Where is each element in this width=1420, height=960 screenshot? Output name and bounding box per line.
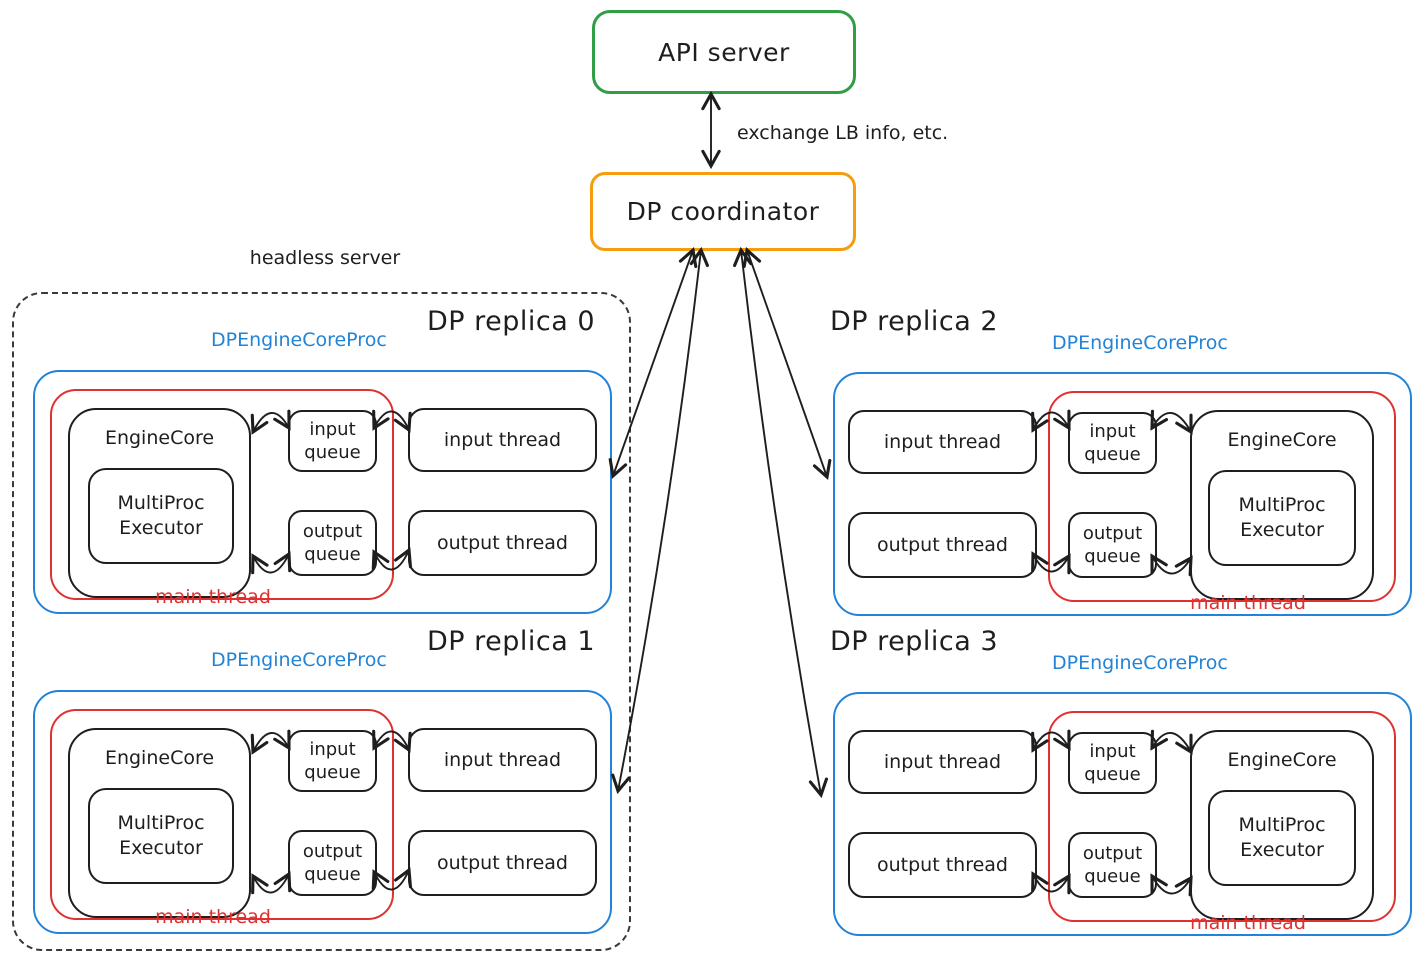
exchange-lb-info-label: exchange LB info, etc. (737, 122, 949, 144)
replica-0-output-queue-box: output queue (288, 510, 377, 576)
input-queue-label-line2: queue (304, 442, 361, 463)
input-queue-label-line1: input (309, 739, 356, 760)
replica-1-proc-label: DPEngineCoreProc (211, 649, 387, 671)
multiproc-label-line2: Executor (1240, 839, 1324, 861)
replica-0-engine-core-box: EngineCore (68, 408, 251, 598)
dp-replica-2: DP replica 2 DPEngineCoreProc EngineCore… (830, 306, 1412, 616)
replica-3-proc-label: DPEngineCoreProc (1052, 652, 1228, 674)
output-queue-label-line1: output (1082, 523, 1143, 544)
engine-core-label: EngineCore (1227, 429, 1337, 451)
dp-coordinator-box: DP coordinator (590, 172, 856, 251)
output-queue-label-line2: queue (1084, 546, 1141, 567)
replica-1-output-thread-box: output thread (408, 830, 597, 896)
replica-0-input-thread-box: input thread (408, 408, 597, 472)
replica-2-input-thread-box: input thread (848, 410, 1037, 474)
input-queue-label-line1: input (309, 419, 356, 440)
multiproc-label-line2: Executor (119, 517, 203, 539)
multiproc-label-line2: Executor (119, 837, 203, 859)
engine-core-label: EngineCore (104, 747, 215, 769)
replica-1-engine-core-box: EngineCore (68, 728, 251, 918)
replica-2-input-queue-box: input queue (1068, 412, 1157, 474)
replica-0-proc-label: DPEngineCoreProc (211, 329, 387, 351)
input-thread-label: input thread (883, 431, 1002, 453)
replica-3-input-thread-box: input thread (848, 730, 1037, 794)
replica-1-engine-core-proc-box (33, 690, 612, 934)
replica-2-engine-core-box: EngineCore (1190, 410, 1374, 600)
headless-server-label: headless server (249, 247, 401, 269)
replica-2-main-thread-label: main thread (1190, 592, 1306, 614)
input-thread-label: input thread (443, 429, 562, 451)
replica-1-input-thread-box: input thread (408, 728, 597, 792)
replica-2-main-thread-box (1048, 391, 1396, 602)
replica-3-multiproc-executor-box: MultiProc Executor (1208, 790, 1356, 886)
replica-0-input-queue-box: input queue (288, 410, 377, 472)
multiproc-label-line1: MultiProc (117, 812, 205, 834)
replica-3-output-thread-box: output thread (848, 832, 1037, 898)
output-queue-label-line2: queue (304, 864, 361, 885)
replica-1-input-queue-box: input queue (288, 730, 377, 792)
output-queue-label-line1: output (302, 521, 363, 542)
replica-0-output-thread-box: output thread (408, 510, 597, 576)
engine-core-label: EngineCore (104, 427, 215, 449)
replica-0-title: DP replica 0 (427, 306, 596, 337)
output-queue-label-line2: queue (304, 544, 361, 565)
output-thread-label: output thread (437, 852, 568, 874)
input-queue-label-line2: queue (1084, 444, 1141, 465)
replica-3-input-queue-box: input queue (1068, 732, 1157, 794)
replica-2-engine-core-proc-box (833, 372, 1412, 616)
replica-2-output-thread-box: output thread (848, 512, 1037, 578)
replica-3-main-thread-label: main thread (1190, 912, 1306, 934)
replica-1-main-thread-label: main thread (155, 906, 271, 928)
multiproc-label-line1: MultiProc (1238, 494, 1326, 516)
input-thread-label: input thread (443, 749, 562, 771)
output-queue-label-line2: queue (1084, 866, 1141, 887)
replica-2-output-queue-box: output queue (1068, 512, 1157, 578)
replica-0-main-thread-box (50, 389, 394, 600)
input-queue-label-line2: queue (1084, 764, 1141, 785)
replica-2-multiproc-executor-box: MultiProc Executor (1208, 470, 1356, 566)
replica-3-output-queue-box: output queue (1068, 832, 1157, 898)
dp-replica-0: DP replica 0 DPEngineCoreProc EngineCore… (33, 306, 612, 614)
multiproc-label-line1: MultiProc (1238, 814, 1326, 836)
replica-0-engine-core-proc-box (33, 370, 612, 614)
replica-1-main-thread-box (50, 709, 394, 920)
replica-1-title: DP replica 1 (427, 626, 596, 657)
replica-0-main-thread-label: main thread (155, 586, 271, 608)
input-queue-label-line2: queue (304, 762, 361, 783)
output-thread-label: output thread (437, 532, 568, 554)
replica-0-multiproc-executor-box: MultiProc Executor (88, 468, 234, 564)
replica-1-multiproc-executor-box: MultiProc Executor (88, 788, 234, 884)
input-queue-label-line1: input (1089, 741, 1136, 762)
api-server-label: API server (658, 37, 790, 67)
output-thread-label: output thread (877, 854, 1008, 876)
multiproc-label-line2: Executor (1240, 519, 1324, 541)
replica-1-output-queue-box: output queue (288, 830, 377, 896)
engine-core-label: EngineCore (1227, 749, 1337, 771)
replica-3-engine-core-box: EngineCore (1190, 730, 1374, 920)
input-queue-label-line1: input (1089, 421, 1136, 442)
output-queue-label-line1: output (302, 841, 363, 862)
replica-3-engine-core-proc-box (833, 692, 1412, 936)
replica-3-title: DP replica 3 (830, 626, 999, 657)
replica-2-proc-label: DPEngineCoreProc (1052, 332, 1228, 354)
input-thread-label: input thread (883, 751, 1002, 773)
dp-replica-1: DP replica 1 DPEngineCoreProc EngineCore… (33, 626, 612, 934)
dp-coordinator-label: DP coordinator (626, 197, 820, 226)
replica-2-title: DP replica 2 (830, 306, 999, 337)
dp-replica-3: DP replica 3 DPEngineCoreProc EngineCore… (830, 626, 1412, 936)
arrow-coordinator-replica-2 (742, 246, 832, 481)
output-thread-label: output thread (877, 534, 1008, 556)
multiproc-label-line1: MultiProc (117, 492, 205, 514)
output-queue-label-line1: output (1082, 843, 1143, 864)
arrow-coordinator-replica-3 (733, 246, 828, 799)
api-server-box: API server (592, 10, 856, 94)
replica-3-main-thread-box (1048, 711, 1396, 922)
